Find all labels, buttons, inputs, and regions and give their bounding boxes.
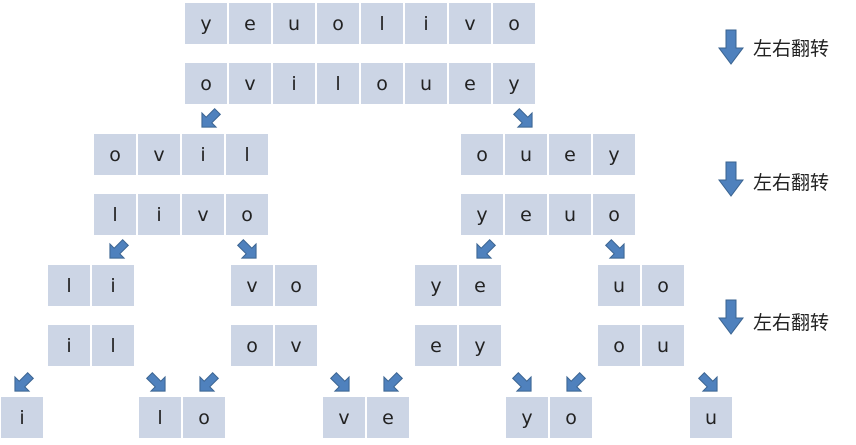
letter-cell: u (597, 264, 641, 307)
down-arrow-icon (718, 299, 744, 335)
letter-cell: o (597, 324, 641, 367)
letter-cell: o (641, 264, 685, 307)
letter-cell: o (460, 133, 504, 176)
letter-cell: e (448, 62, 492, 105)
letter-cell: v (322, 396, 366, 439)
flip-label: 左右翻转 (753, 312, 830, 334)
flip-label: 左右翻转 (753, 38, 830, 60)
letter-cell: v (181, 193, 225, 236)
sequence-row: y e (414, 264, 502, 307)
letter-cell: o (184, 62, 228, 105)
sequence-row: v e (322, 396, 410, 439)
down-right-arrow-icon (507, 367, 539, 399)
down-right-arrow-icon (693, 367, 725, 399)
letter-cell: o (549, 396, 593, 439)
letter-cell: l (316, 62, 360, 105)
sequence-row: i (0, 396, 44, 439)
down-right-arrow-icon (141, 367, 173, 399)
letter-cell: l (225, 133, 269, 176)
sequence-row: l i (47, 264, 135, 307)
sequence-row: o v (230, 324, 318, 367)
letter-cell: o (93, 133, 137, 176)
letter-cell: y (492, 62, 536, 105)
letter-cell: o (225, 193, 269, 236)
letter-cell: u (404, 62, 448, 105)
letter-cell: y (458, 324, 502, 367)
down-left-arrow-icon (194, 103, 226, 135)
down-right-arrow-icon (600, 234, 632, 266)
down-right-arrow-icon (508, 103, 540, 135)
sequence-row: i l (47, 324, 135, 367)
down-left-arrow-icon (7, 367, 39, 399)
down-left-arrow-icon (469, 234, 501, 266)
sequence-row: y o (505, 396, 593, 439)
letter-cell: o (316, 2, 360, 45)
letter-cell: i (0, 396, 44, 439)
down-left-arrow-icon (192, 367, 224, 399)
down-right-arrow-icon (325, 367, 357, 399)
sequence-row: u o (597, 264, 685, 307)
letter-cell: o (492, 2, 536, 45)
sequence-row: o v i l (93, 133, 269, 176)
letter-cell: v (137, 133, 181, 176)
down-left-arrow-icon (102, 234, 134, 266)
letter-cell: l (360, 2, 404, 45)
letter-cell: o (182, 396, 226, 439)
letter-cell: u (641, 324, 685, 367)
sequence-row: l i v o (93, 193, 269, 236)
down-arrow-icon (718, 29, 744, 65)
letter-cell: e (458, 264, 502, 307)
sequence-row: v o (230, 264, 318, 307)
letter-cell: l (93, 193, 137, 236)
letter-cell: e (548, 133, 592, 176)
letter-cell: i (181, 133, 225, 176)
down-arrow-icon (718, 161, 744, 197)
letter-cell: e (414, 324, 458, 367)
letter-cell: l (47, 264, 91, 307)
letter-cell: y (505, 396, 549, 439)
letter-cell: o (592, 193, 636, 236)
sequence-row: e y (414, 324, 502, 367)
down-right-arrow-icon (232, 234, 264, 266)
letter-cell: v (228, 62, 272, 105)
sequence-row: l o (138, 396, 226, 439)
down-left-arrow-icon (559, 367, 591, 399)
letter-cell: l (138, 396, 182, 439)
sequence-row: o v i l o u e y (184, 62, 536, 105)
letter-cell: v (448, 2, 492, 45)
sequence-row: o u (597, 324, 685, 367)
letter-cell: o (230, 324, 274, 367)
letter-cell: i (47, 324, 91, 367)
letter-cell: e (228, 2, 272, 45)
letter-cell: o (274, 264, 318, 307)
letter-cell: e (504, 193, 548, 236)
letter-cell: y (592, 133, 636, 176)
flip-label: 左右翻转 (753, 172, 830, 194)
letter-cell: i (91, 264, 135, 307)
letter-cell: y (460, 193, 504, 236)
down-left-arrow-icon (376, 367, 408, 399)
sequence-row: y e u o (460, 193, 636, 236)
letter-cell: u (272, 2, 316, 45)
letter-cell: o (360, 62, 404, 105)
letter-cell: u (504, 133, 548, 176)
letter-cell: i (137, 193, 181, 236)
letter-cell: u (689, 396, 733, 439)
letter-cell: l (91, 324, 135, 367)
letter-cell: y (414, 264, 458, 307)
letter-cell: y (184, 2, 228, 45)
letter-cell: i (272, 62, 316, 105)
letter-cell: i (404, 2, 448, 45)
sequence-row: y e u o l i v o (184, 2, 536, 45)
sequence-row: u (689, 396, 733, 439)
letter-cell: u (548, 193, 592, 236)
sequence-row: o u e y (460, 133, 636, 176)
letter-cell: v (230, 264, 274, 307)
letter-cell: v (274, 324, 318, 367)
letter-cell: e (366, 396, 410, 439)
